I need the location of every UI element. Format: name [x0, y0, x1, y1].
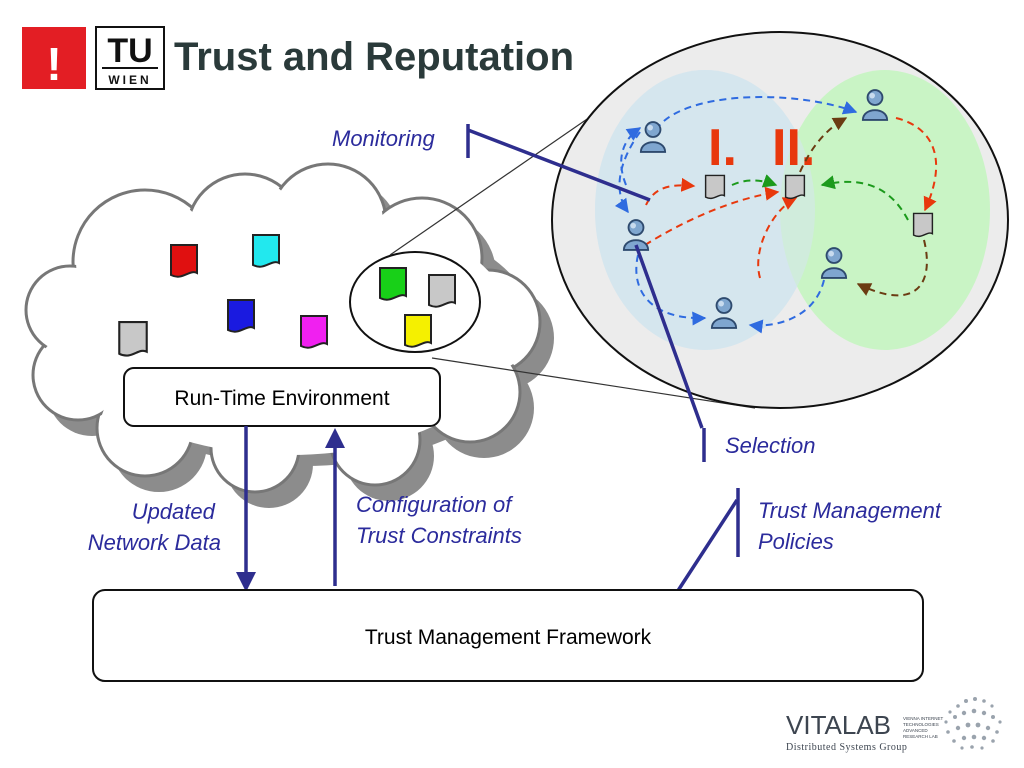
- distributed-systems-group: Distributed Systems Group: [786, 742, 907, 753]
- vitalab-wordmark: VITALAB: [786, 710, 891, 740]
- region-two: [780, 70, 990, 350]
- document-icon-node-1: [704, 174, 726, 200]
- trust-management-framework-box: [92, 589, 924, 682]
- document-icon-yellow: [403, 313, 433, 348]
- document-icon-red: [169, 243, 199, 278]
- configuration-line-1: Configuration of: [356, 492, 514, 517]
- logo-exclamation: !: [22, 27, 86, 90]
- document-icon-cyan: [251, 233, 281, 268]
- trust-policies-line-2: Policies: [758, 529, 834, 554]
- region-one-label: I.: [708, 119, 737, 177]
- updated-network-data-label: Updated Network Data: [88, 499, 221, 555]
- vitalab-subtitle-4: RESEARCH LAB: [903, 734, 938, 739]
- vitalab-subtitle: VIENNA INTERNET TECHNOLOGIES ADVANCED RE…: [903, 716, 944, 739]
- trust-policies-label: Trust Management Policies: [758, 498, 947, 554]
- updated-network-data-line-2: Network Data: [88, 530, 221, 555]
- vitalab-dots-icon: [944, 697, 1002, 750]
- vitalab-subtitle-2: TECHNOLOGIES: [903, 722, 939, 727]
- selection-label: Selection: [725, 433, 816, 458]
- trust-flow-arrows: [614, 96, 937, 334]
- logo-exclamation-text: !: [46, 38, 61, 90]
- data-flow-arrows: [236, 426, 345, 592]
- updated-network-data-line-1: Updated: [132, 499, 216, 524]
- document-icon-magenta: [299, 314, 329, 349]
- runtime-environment-label: Run-Time Environment: [174, 387, 389, 410]
- runtime-environment-box: [123, 367, 441, 427]
- tu-wien-logo: TU WIEN: [95, 26, 165, 90]
- document-icon-gray-inset: [427, 273, 457, 308]
- document-icon-green: [378, 266, 408, 301]
- tu-logo-bottom: WIEN: [108, 73, 151, 87]
- vitalab-subtitle-3: ADVANCED: [903, 728, 928, 733]
- page-title: Trust and Reputation: [174, 35, 574, 79]
- zoom-line-bottom: [431, 357, 756, 409]
- trust-policies-line-1: Trust Management: [758, 498, 942, 523]
- tu-logo-top: TU: [107, 32, 152, 70]
- vitalab-subtitle-1: VIENNA INTERNET: [903, 716, 944, 721]
- configuration-label: Configuration of Trust Constraints: [356, 492, 522, 548]
- document-icon-node-3: [912, 212, 934, 238]
- network-cloud: [24, 162, 554, 508]
- vitalab-logo: VITALAB VIENNA INTERNET TECHNOLOGIES ADV…: [786, 697, 1002, 753]
- configuration-line-2: Trust Constraints: [356, 523, 522, 548]
- document-icon-gray: [118, 321, 148, 357]
- document-icon-node-2: [784, 174, 806, 200]
- region-two-label: II.: [772, 119, 815, 177]
- connector-lines: [466, 124, 740, 607]
- zoom-circle: I. II.: [551, 31, 1009, 409]
- trust-management-framework-label: Trust Management Framework: [365, 626, 652, 649]
- document-icon-blue: [226, 298, 256, 333]
- monitoring-label: Monitoring: [332, 126, 435, 151]
